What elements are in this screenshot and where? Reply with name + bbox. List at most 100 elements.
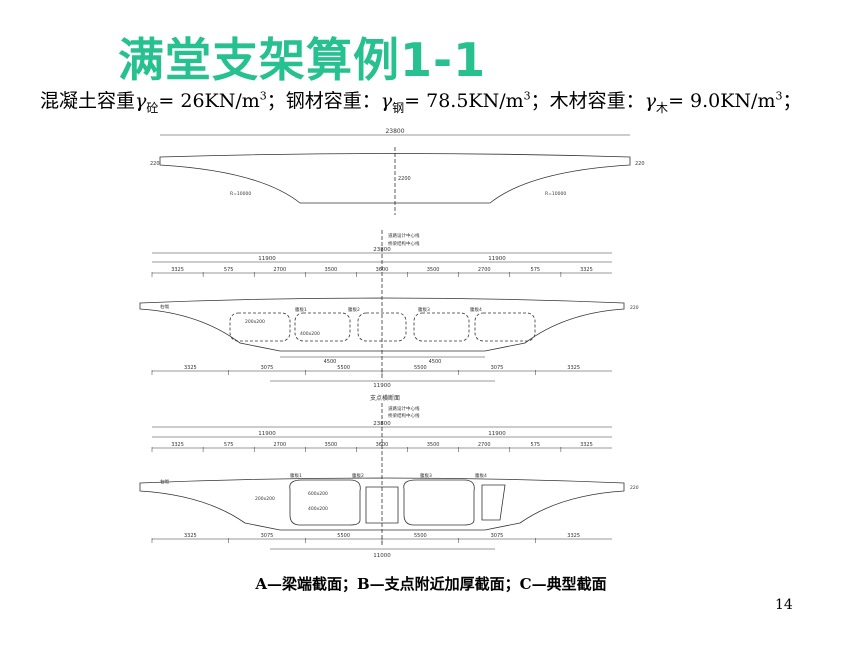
wood-label: ；木材容重： [530,90,645,112]
section-b: 道路设计中心线 桥梁结构中心线 23800 11900 11900 3325 57… [139,230,639,389]
dim-label: 3325 [184,365,197,371]
section-c: 支点横断面 道路设计中心线 桥梁结构中心线 23800 11900 11900 … [139,394,639,559]
gamma-symbol: γ [380,90,393,112]
cube-exponent: 3 [259,89,267,103]
section-heading: 支点横断面 [370,394,400,402]
chamfer-label: 200x200 [255,496,275,502]
dim-label: 3075 [261,365,274,371]
dim-label: 3500 [325,267,338,273]
dim-side-height: 220 [630,305,639,311]
cell [403,479,475,526]
cube-exponent: 3 [523,89,531,103]
dim-label: 2700 [478,267,491,273]
concrete-label: 混凝土容重 [40,90,136,112]
web-label: 腹板2 [352,472,364,479]
dim-half-width: 11900 [488,431,506,437]
web-label: 腹板3 [420,472,432,479]
unit-weight-formula: 混凝土容重γ砼= 26KN/m3；钢材容重：γ钢= 78.5KN/m3；木材容重… [40,86,802,116]
side-label: 右幅 [160,478,169,485]
dim-label: 3075 [261,533,274,539]
page-number: 14 [775,597,793,613]
dim-label: 3325 [580,442,593,448]
dim-label: 3325 [171,267,184,273]
dim-label: 3075 [491,533,504,539]
dim-label: 575 [224,442,234,448]
wood-value: = 9.0KN/m [668,90,776,112]
bottom-dimension-labels: 3325 3075 5500 5500 3075 3325 [151,533,580,543]
dim-label: 3600 [376,267,389,273]
dim-half-width: 11900 [258,256,276,262]
dim-inner: 4500 [324,359,337,365]
cube-exponent: 3 [775,89,783,103]
dim-label: 3500 [325,442,338,448]
bridge-cross-section-drawing: 23800 220 220 2200 R=10000 R=10000 道路设计中… [139,128,645,559]
cell [365,486,399,524]
chamfer-label: 400x200 [308,506,328,512]
dim-label: 2700 [478,442,491,448]
steel-value: = 78.5KN/m [404,90,524,112]
cell-void [357,312,407,342]
dim-bottom-total: 11900 [373,383,391,389]
web-label: 腹板1 [295,306,307,313]
section-b-outline [139,297,625,352]
dim-label: 3325 [184,533,197,539]
dim-label: 2700 [273,442,286,448]
dim-label: 5500 [337,533,350,539]
dim-side-height: 220 [635,161,645,167]
section-c-outline [139,477,625,531]
web-label: 腹板2 [348,306,360,313]
cell-void [474,312,536,342]
dim-half-width: 11900 [258,431,276,437]
dim-side-height: 220 [630,485,639,491]
cell [481,484,506,521]
chamfer-label: 400x200 [300,331,320,337]
web-label: 腹板3 [418,306,430,313]
dim-side-height: 220 [150,161,160,167]
chamfer-label: 600x200 [308,491,328,497]
dim-inner: 4500 [429,359,442,365]
centerline-label: 道路设计中心线 [388,405,420,412]
steel-subscript: 钢 [392,100,405,115]
dim-label: 3500 [427,442,440,448]
side-label: 右幅 [160,303,169,310]
dim-label: 3500 [427,267,440,273]
web-label: 腹板4 [475,472,487,479]
web-label: 腹板4 [470,306,482,313]
cell-void [294,312,351,342]
dim-total-width: 23800 [373,247,391,253]
concrete-value: = 26KN/m [158,90,260,112]
dim-label: 5500 [414,365,427,371]
dim-label: 5500 [337,365,350,371]
centerline-label: 道路设计中心线 [388,232,420,239]
cell [289,479,361,526]
gamma-symbol: γ [135,90,147,112]
formula-end: ； [782,90,802,112]
dim-label: 3075 [491,365,504,371]
slide-title: 满堂支架算例1-1 [118,33,487,87]
dim-label: 2700 [273,267,286,273]
section-a-outline [159,153,631,204]
dim-label: 3600 [376,442,389,448]
figure-caption: A—梁端截面；B—支点附近加厚截面；C—典型截面 [255,575,607,593]
centerline-label: 桥梁结构中心线 [388,412,420,419]
dim-label: 3325 [567,533,580,539]
concrete-subscript: 砼 [146,100,159,115]
dim-label: 575 [531,442,541,448]
dim-total-width: 23800 [373,421,391,427]
cell-void [413,312,470,342]
dim-half-width: 11900 [488,256,506,262]
dim-total-width: 23800 [385,128,404,135]
web-label: 腹板1 [290,472,302,479]
dim-label: 575 [224,267,234,273]
centerline-label: 桥梁结构中心线 [388,240,420,247]
gamma-symbol: γ [644,90,657,112]
cell-void [229,312,291,342]
dim-label: 5500 [414,533,427,539]
dim-bottom-total: 11000 [373,553,391,559]
radius-label: R=10000 [545,191,566,197]
chamfer-label: 200x200 [245,319,265,325]
steel-label: ；钢材容重： [266,90,381,112]
